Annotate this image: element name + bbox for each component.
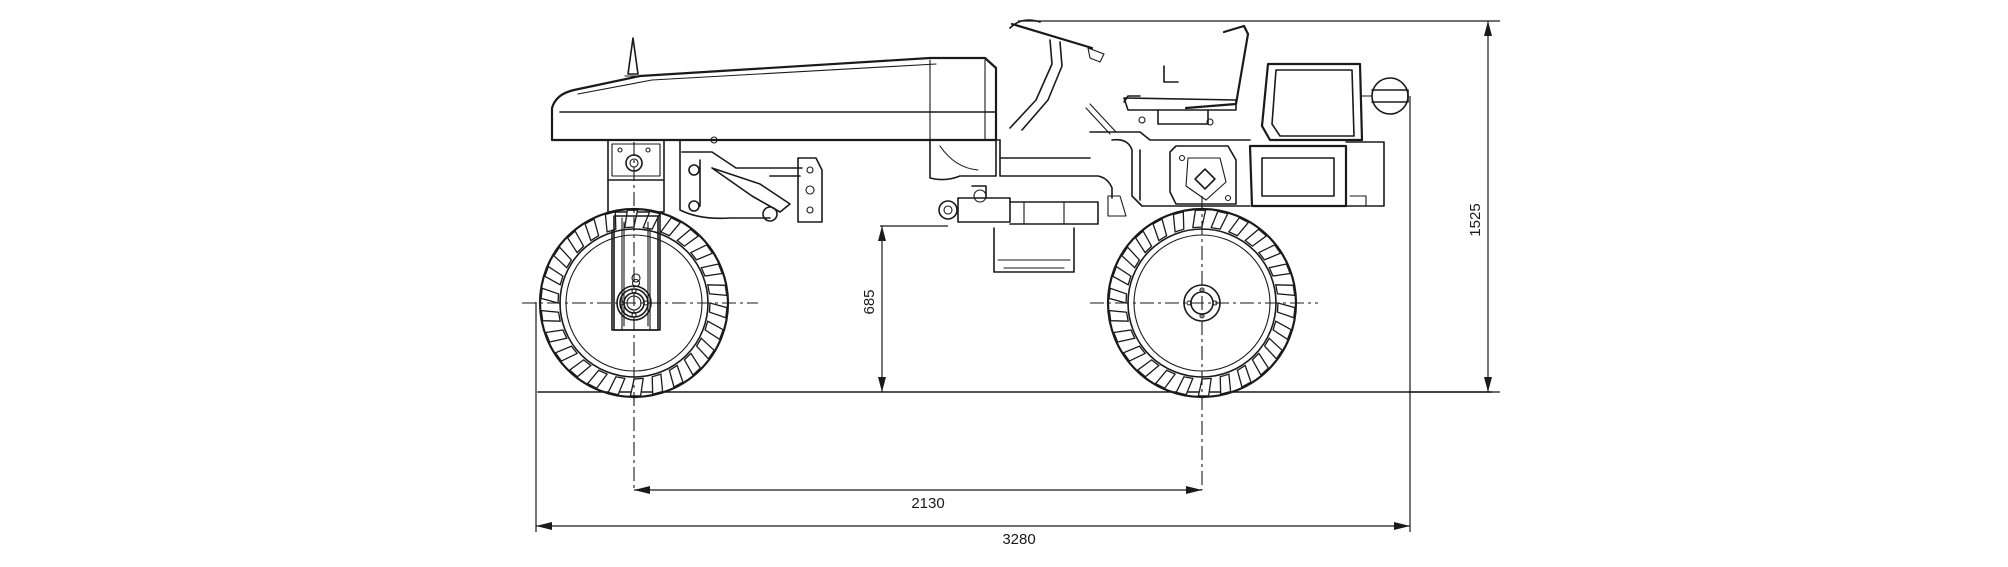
tire-lug — [689, 244, 714, 261]
tire-lug — [1122, 345, 1147, 362]
tire-lug — [708, 302, 728, 319]
tire-lug — [695, 337, 715, 360]
cab-body — [1248, 62, 1409, 208]
tire-lug — [540, 309, 561, 322]
tire-lug — [1175, 376, 1194, 396]
tire-lug — [676, 228, 700, 247]
tire-lug — [1236, 364, 1252, 388]
tire-lug — [566, 229, 585, 254]
centerlines — [522, 142, 1318, 490]
tire-lug — [1197, 377, 1212, 397]
tire-lug — [1257, 244, 1282, 261]
tire-lug — [584, 218, 600, 242]
dimension-wheelbase: 2130 — [634, 486, 1202, 512]
tire-lug — [1152, 218, 1168, 242]
dimension-overall-length: 3280 — [535, 96, 1411, 548]
tire-lug — [1210, 210, 1229, 230]
tire-lug — [1134, 229, 1153, 254]
tire-lug — [1272, 320, 1292, 341]
overall-length-value: 3280 — [1002, 531, 1035, 548]
overall-height-value: 1525 — [1467, 203, 1484, 236]
tire-lug — [553, 246, 573, 269]
tire-lug — [544, 265, 564, 286]
tire-lug — [544, 329, 568, 343]
tire-lug — [586, 369, 609, 390]
tire-lug — [700, 263, 724, 277]
dimension-ground-clearance: 685 — [861, 225, 948, 392]
tire-lug — [1244, 228, 1268, 247]
tire-lug — [651, 373, 664, 395]
tire-lug — [1219, 373, 1232, 395]
tire-lug — [668, 364, 684, 388]
tire-lug — [1172, 211, 1185, 233]
tire-lug — [707, 284, 728, 297]
tire-lug — [1154, 369, 1177, 390]
drive-shaft — [938, 185, 1127, 225]
tire-lug — [704, 320, 724, 341]
tire-lug — [1112, 265, 1132, 286]
tire-lug — [1268, 263, 1292, 277]
tire-lug — [554, 345, 579, 362]
step-ladder — [993, 227, 1075, 273]
tire-lug — [1121, 246, 1141, 269]
rear-wheel — [1106, 207, 1298, 399]
tire-lug — [1227, 216, 1250, 237]
tire-lug — [1108, 309, 1129, 322]
tire-lug — [1276, 302, 1296, 319]
steering-wheel — [1009, 19, 1105, 131]
side-frame — [999, 103, 1251, 207]
tire-lug — [629, 377, 644, 397]
tire-lug — [1136, 359, 1160, 378]
tire-lug — [1192, 209, 1207, 229]
tire-lug — [540, 287, 560, 304]
tire-lug — [1275, 284, 1296, 297]
tire-lug — [1108, 287, 1128, 304]
tire-lug — [1112, 329, 1136, 343]
wheelbase-value: 2130 — [911, 495, 944, 512]
hood — [550, 37, 1001, 181]
tire-lug — [568, 359, 592, 378]
hydraulic-linkage — [679, 136, 823, 223]
tire-lug — [1251, 352, 1270, 377]
dimension-overall-height: 1525 — [1018, 20, 1500, 393]
tire-lug — [1263, 337, 1283, 360]
tire-lug — [607, 376, 626, 396]
tire-lug — [683, 352, 702, 377]
operator-seat — [1123, 24, 1250, 126]
tire-lug — [624, 209, 639, 229]
ground-clearance-value: 685 — [861, 289, 878, 314]
tire-lug — [659, 216, 682, 237]
